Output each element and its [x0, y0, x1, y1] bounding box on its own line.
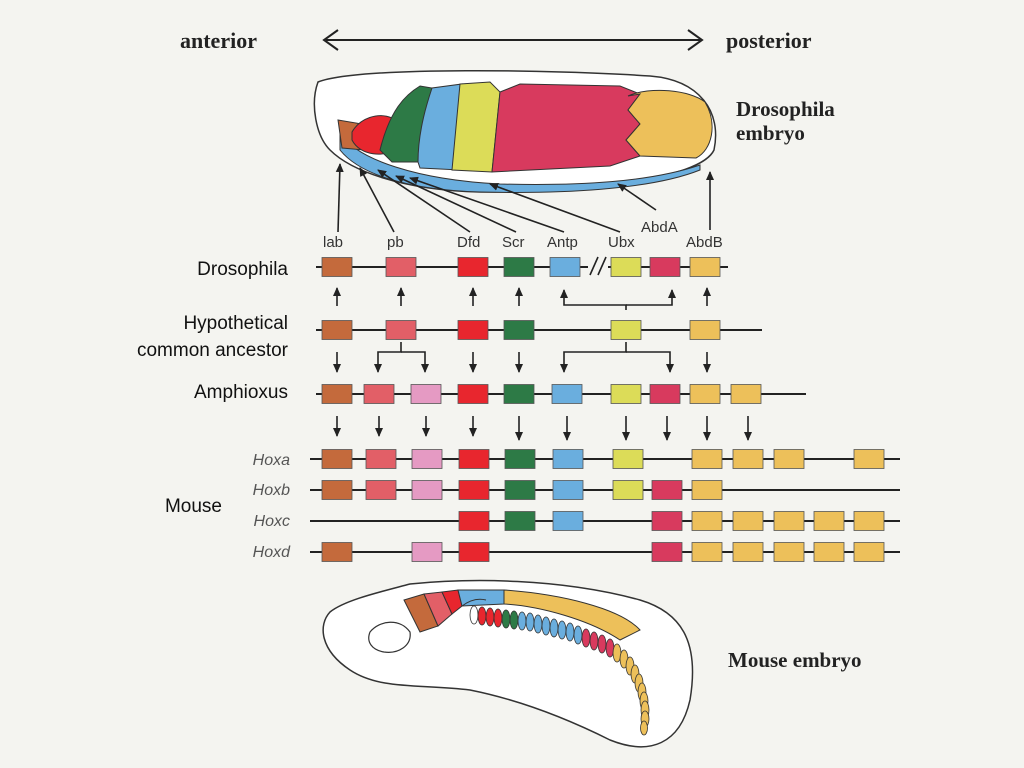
gene-box-drosophila-abda-7: [649, 257, 681, 277]
gene-box-amphioxus-lab-1: [321, 384, 353, 404]
row-label-ancestor-line1: Hypothetical: [183, 313, 288, 334]
gene-box-ancestor-scr-4: [503, 320, 535, 340]
gene-label-ubx: Ubx: [608, 234, 635, 251]
gene-box-hoxa-antp-6: [552, 449, 584, 469]
gene-box-hoxc-scr-2: [504, 511, 536, 531]
gene-label-pb: pb: [387, 234, 404, 251]
gene-box-hoxd-abdb-8: [813, 542, 845, 562]
evolution-arrows: [333, 287, 752, 441]
gene-box-hoxd-abdb-6: [732, 542, 764, 562]
gene-box-drosophila-abdb-8: [689, 257, 721, 277]
gene-label-dfd: Dfd: [457, 234, 480, 251]
gene-box-hoxc-abdb-7: [773, 511, 805, 531]
gene-box-hoxa-pb-2: [365, 449, 397, 469]
gene-box-amphioxus-ubx-7: [610, 384, 642, 404]
gene-box-hoxc-abdb-9: [853, 511, 885, 531]
gene-label-abda: AbdA: [641, 219, 678, 236]
gene-box-hoxc-abdb-8: [813, 511, 845, 531]
cluster-label-hoxa: Hoxa: [253, 452, 290, 469]
gene-box-amphioxus-dfd-4: [457, 384, 489, 404]
gene-label-abdb: AbdB: [686, 234, 723, 251]
gene-box-amphioxus-antp-6: [551, 384, 583, 404]
gene-box-hoxc-abdb-5: [691, 511, 723, 531]
gene-box-hoxa-abdb-8: [691, 449, 723, 469]
gene-box-hoxc-dfd-1: [458, 511, 490, 531]
gene-box-drosophila-dfd-3: [457, 257, 489, 277]
gene-box-hoxd-abdb-7: [773, 542, 805, 562]
gene-box-hoxa-abdb-9: [732, 449, 764, 469]
hox-cluster-labels: Hoxa Hoxb Hoxc Hoxd: [253, 452, 291, 561]
chromosome-lines: [310, 266, 900, 553]
cluster-label-hoxd: Hoxd: [253, 544, 291, 561]
gene-box-drosophila-scr-4: [503, 257, 535, 277]
drosophila-embryo-illustration: [313, 69, 717, 193]
gene-labels: lab pb Dfd Scr Antp Ubx AbdA AbdB: [323, 219, 723, 251]
gene-boxes: [321, 257, 885, 562]
gene-box-hoxb-pb-2: [365, 480, 397, 500]
gene-box-amphioxus-pb-2: [363, 384, 395, 404]
row-labels: Drosophila Hypothetical common ancestor …: [137, 259, 289, 517]
anterior-label: anterior: [180, 28, 257, 53]
gene-box-hoxa-abdb-10: [773, 449, 805, 469]
row-label-mouse: Mouse: [165, 496, 222, 517]
gene-box-hoxb-dfd-4: [458, 480, 490, 500]
gene-box-hoxd-dfd-3: [458, 542, 490, 562]
gene-box-hoxa-scr-5: [504, 449, 536, 469]
gene-box-amphioxus-abdb-9: [689, 384, 721, 404]
gene-box-hoxd-abdb-5: [691, 542, 723, 562]
gene-box-ancestor-pb-2: [385, 320, 417, 340]
row-label-drosophila: Drosophila: [197, 259, 288, 280]
gene-box-hoxc-abdb-6: [732, 511, 764, 531]
chromosome-break-mark: [589, 256, 607, 276]
gene-box-hoxa-dfd-4: [458, 449, 490, 469]
drosophila-embryo-label-line2: embryo: [736, 121, 805, 145]
row-label-amphioxus: Amphioxus: [194, 382, 288, 403]
gene-box-hoxd-pink-2: [411, 542, 443, 562]
gene-box-amphioxus-scr-5: [503, 384, 535, 404]
gene-box-hoxb-lab-1: [321, 480, 353, 500]
gene-box-drosophila-ubx-6: [610, 257, 642, 277]
cluster-label-hoxc: Hoxc: [254, 513, 290, 530]
gene-box-hoxa-abdb-11: [853, 449, 885, 469]
gene-box-hoxd-lab-1: [321, 542, 353, 562]
row-label-ancestor-line2: common ancestor: [137, 340, 289, 361]
gene-label-antp: Antp: [547, 234, 578, 251]
gene-box-hoxd-abda-4: [651, 542, 683, 562]
gene-box-hoxb-ubx-7: [612, 480, 644, 500]
anterior-posterior-axis-arrow: [322, 29, 704, 51]
gene-box-hoxb-pink-3: [411, 480, 443, 500]
gene-box-hoxc-abda-4: [651, 511, 683, 531]
gene-box-drosophila-pb-2: [385, 257, 417, 277]
mouse-embryo-illustration: [322, 579, 694, 748]
gene-box-ancestor-lab-1: [321, 320, 353, 340]
gene-box-ancestor-dfd-3: [457, 320, 489, 340]
gene-box-hoxc-antp-3: [552, 511, 584, 531]
gene-box-drosophila-lab-1: [321, 257, 353, 277]
gene-box-drosophila-antp-5: [549, 257, 581, 277]
gene-box-hoxb-scr-5: [504, 480, 536, 500]
embryo-mapping-arrows: [335, 163, 714, 233]
drosophila-embryo-label-line1: Drosophila: [736, 97, 835, 121]
gene-label-lab: lab: [323, 234, 343, 251]
gene-box-amphioxus-abda-8: [649, 384, 681, 404]
gene-box-hoxb-abdb-9: [691, 480, 723, 500]
gene-box-hoxa-ubx-7: [612, 449, 644, 469]
gene-box-hoxa-lab-1: [321, 449, 353, 469]
gene-box-hoxa-pink-3: [411, 449, 443, 469]
mouse-embryo-label: Mouse embryo: [728, 648, 862, 672]
gene-box-amphioxus-abdb-10: [730, 384, 762, 404]
gene-box-hoxb-antp-6: [552, 480, 584, 500]
gene-box-hoxb-abda-8: [651, 480, 683, 500]
gene-box-ancestor-abdb-6: [689, 320, 721, 340]
cluster-label-hoxb: Hoxb: [253, 482, 290, 499]
gene-box-hoxd-abdb-9: [853, 542, 885, 562]
gene-label-scr: Scr: [502, 234, 525, 251]
gene-box-ancestor-ubx-5: [610, 320, 642, 340]
posterior-label: posterior: [726, 28, 812, 53]
gene-box-amphioxus-pink-3: [410, 384, 442, 404]
